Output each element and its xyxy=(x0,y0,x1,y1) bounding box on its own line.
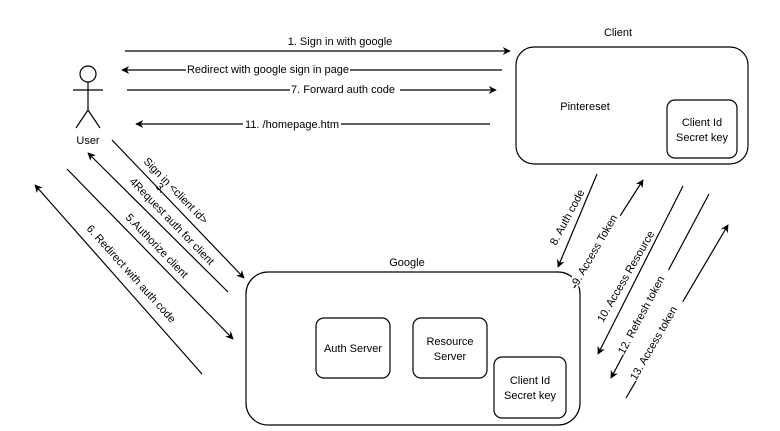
auth-server-label: Auth Server xyxy=(324,343,382,355)
arrow-11-label: 11. /homepage.htm xyxy=(245,119,339,131)
google-title: Google xyxy=(389,257,424,269)
resource-server-label-1: Resource xyxy=(426,336,473,348)
arrow-4-line xyxy=(87,152,229,293)
client-title: Client xyxy=(604,27,632,39)
client-credential-secret: Secret key xyxy=(676,132,728,144)
user-label: User xyxy=(76,135,100,147)
arrow-3-line xyxy=(111,139,245,279)
user-actor-icon xyxy=(73,65,103,129)
client-credentials-box xyxy=(666,99,738,159)
arrow-1-label: 1. Sign in with google xyxy=(288,36,393,48)
arrow-10-line xyxy=(597,185,684,355)
arrow-6-line xyxy=(34,184,203,375)
client-credential-id: Client Id xyxy=(682,117,722,129)
google-credential-secret: Secret key xyxy=(504,390,556,402)
arrow-2-label: Redirect with google sign in page xyxy=(187,64,349,76)
resource-server-box xyxy=(412,317,488,379)
auth-server-box xyxy=(315,317,391,379)
google-credentials-box xyxy=(493,356,567,419)
arrow-8-line xyxy=(557,173,598,268)
arrow-8-label: 8. Auth code xyxy=(548,188,587,248)
arrow-5-line xyxy=(66,168,234,340)
arrow-7-label: 7. Forward auth code xyxy=(291,84,395,96)
arrow-9-label: 9. Access Token xyxy=(570,213,620,288)
resource-server-label-2: Server xyxy=(434,351,467,363)
arrow-6-label: 6. Redirect with auth code xyxy=(84,223,178,326)
google-credential-id: Client Id xyxy=(510,375,550,387)
client-app-name: Pintereset xyxy=(560,101,610,113)
